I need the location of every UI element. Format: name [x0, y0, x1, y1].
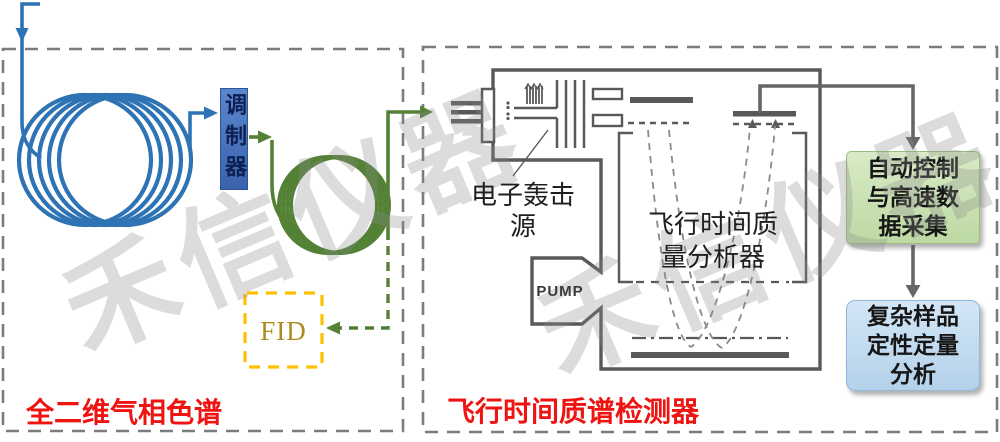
tof-analyzer-label-line2: 量分析器	[660, 242, 765, 272]
ion-source-optics	[514, 80, 586, 148]
second-column-coil	[277, 155, 391, 255]
modulator-box: 调制器	[220, 88, 248, 190]
ei-source-label: 电子轰击 源	[452, 180, 594, 242]
daq-box: 自动控制 与高速数 据采集	[846, 151, 980, 244]
tof-analyzer-label-line1: 飞行时间质	[647, 209, 778, 239]
signal-to-daq-line	[758, 84, 915, 138]
modulator-out-arrowhead-icon	[258, 130, 272, 144]
ei-source-label-line2: 源	[509, 211, 536, 241]
detector-plate	[733, 111, 796, 117]
fid-label: FID	[260, 316, 307, 346]
analysis-box: 复杂样品 定性定量 分析	[846, 300, 980, 391]
analysis-box-line1: 复杂样品	[867, 303, 959, 329]
slit-plate-1	[591, 87, 624, 101]
pump-label: PUMP	[536, 283, 584, 300]
column1-arrowhead-icon	[204, 106, 218, 120]
electron-beam-dots	[506, 101, 510, 121]
reflectron-plate	[631, 352, 789, 358]
ion-arrival-arrow-icon	[748, 119, 757, 128]
analysis-box-line3: 分析	[890, 361, 936, 387]
ei-source-label-line1: 电子轰击	[470, 180, 575, 210]
ms-transfer-line	[451, 101, 484, 124]
analysis-box-line2: 定性定量	[867, 332, 959, 358]
extraction-plate	[630, 97, 693, 103]
daq-box-line2: 与高速数	[867, 184, 959, 210]
daq-box-line1: 自动控制	[867, 155, 959, 181]
analysis-arrowhead-icon	[905, 285, 921, 298]
ion-arrival-arrow-icon	[771, 119, 780, 128]
ms-inlet-arrowhead-icon	[420, 105, 433, 119]
daq-arrowhead-icon	[905, 137, 921, 150]
ms-chamber-outline	[491, 68, 822, 371]
column1-to-modulator-line	[188, 111, 206, 150]
column2-to-ms-line	[386, 110, 422, 240]
ei-source-pointer-line	[512, 129, 549, 177]
modulator-label: 调制器	[222, 92, 247, 186]
gc-section-border	[1, 47, 405, 433]
daq-box-line3: 据采集	[878, 213, 948, 239]
ms-section-label: 飞行时间质谱检测器	[447, 396, 700, 427]
tof-analyzer-label: 飞行时间质 量分析器	[630, 208, 796, 274]
filament-icon	[524, 82, 544, 104]
flight-tube-brackets	[617, 131, 808, 284]
fid-branch-dashed-line	[337, 246, 390, 330]
ion-flight-paths	[647, 125, 776, 350]
ms-inlet-fitting	[480, 87, 496, 144]
sample-inlet-arrowhead-icon	[15, 28, 29, 42]
ms-section-border	[421, 45, 999, 434]
slit-plate-2	[591, 113, 624, 128]
gc-section-label: 全二维气相色谱	[26, 397, 223, 428]
first-column-coil	[16, 92, 194, 228]
fid-arrowhead-icon	[326, 321, 340, 335]
